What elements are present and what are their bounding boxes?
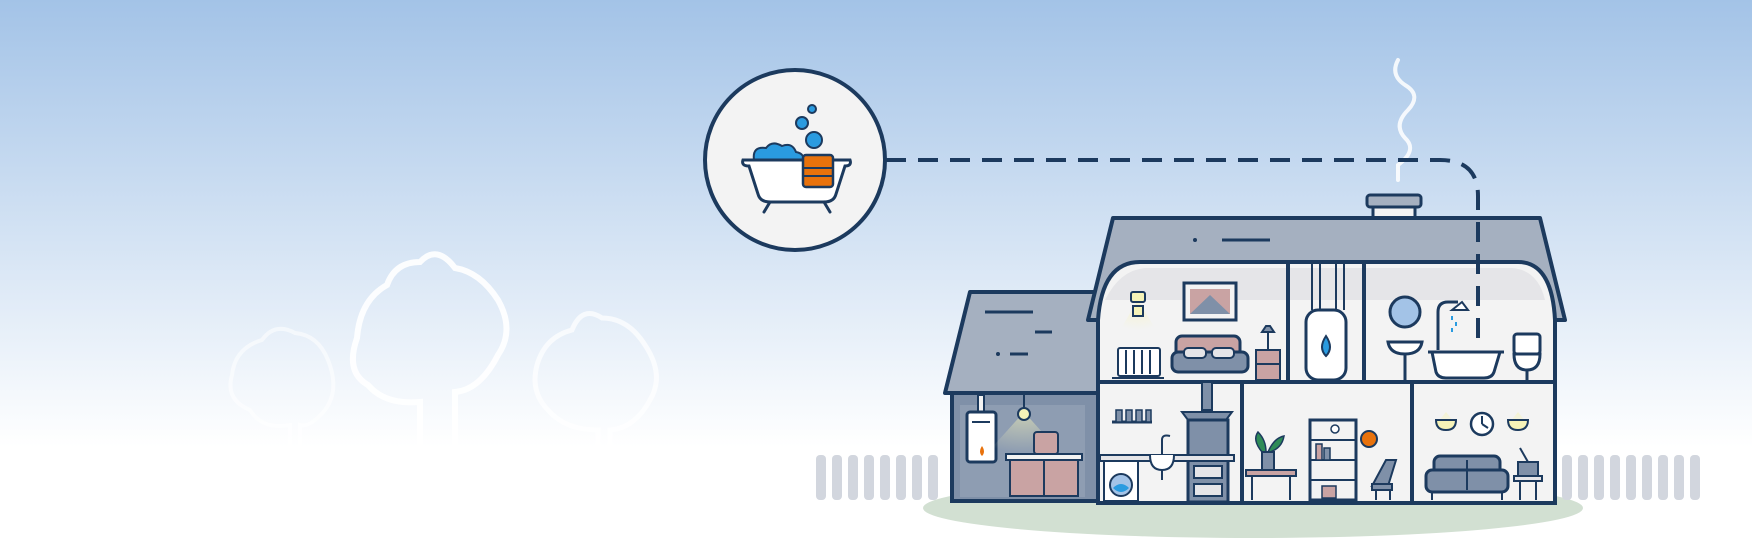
- mirror-icon: [1388, 295, 1422, 329]
- water-heater-icon: [1304, 262, 1348, 382]
- picture-frame: [1182, 281, 1238, 322]
- tree-icon: [349, 251, 510, 480]
- main-house: [1086, 193, 1567, 505]
- smoke: [1393, 58, 1417, 182]
- lamp-icon: [1502, 412, 1534, 432]
- lamp-icon: [1430, 412, 1462, 432]
- radio-icon: [1513, 447, 1543, 500]
- garage-roof: [943, 290, 1107, 395]
- toilet-icon: [1512, 332, 1542, 380]
- sink: [1386, 340, 1424, 380]
- boiler-icon: [965, 394, 998, 464]
- radiator-icon: [1112, 347, 1164, 379]
- sofa-icon: [1424, 454, 1510, 500]
- lamp-icon: [1120, 291, 1156, 330]
- bathroom-callout: [703, 68, 887, 252]
- chair-icon: [1370, 459, 1398, 500]
- kitchen-counter: [1099, 434, 1235, 480]
- clock-icon: [1469, 411, 1495, 437]
- fence-icon: [816, 455, 1700, 500]
- tree-icon: [228, 326, 336, 480]
- stove-icon: [1180, 381, 1234, 504]
- towel: [801, 153, 835, 189]
- wall-clock: [1360, 430, 1378, 448]
- bed-icon: [1170, 334, 1250, 374]
- garage-cabinet: [1005, 431, 1083, 497]
- bookshelf-icon: [1308, 418, 1358, 502]
- kitchen-shelf: [1112, 409, 1152, 424]
- shower-icon: [1436, 300, 1470, 350]
- nightstand: [1255, 325, 1281, 381]
- callout-connector: [886, 158, 1480, 338]
- garage: [943, 290, 1107, 503]
- tree-icon: [532, 311, 659, 480]
- clock-icon: [1330, 424, 1340, 434]
- washing-machine-icon: [1103, 460, 1139, 502]
- bathtub-icon: [741, 104, 852, 214]
- side-table: [1245, 469, 1297, 500]
- bathtub-icon: [1428, 350, 1504, 380]
